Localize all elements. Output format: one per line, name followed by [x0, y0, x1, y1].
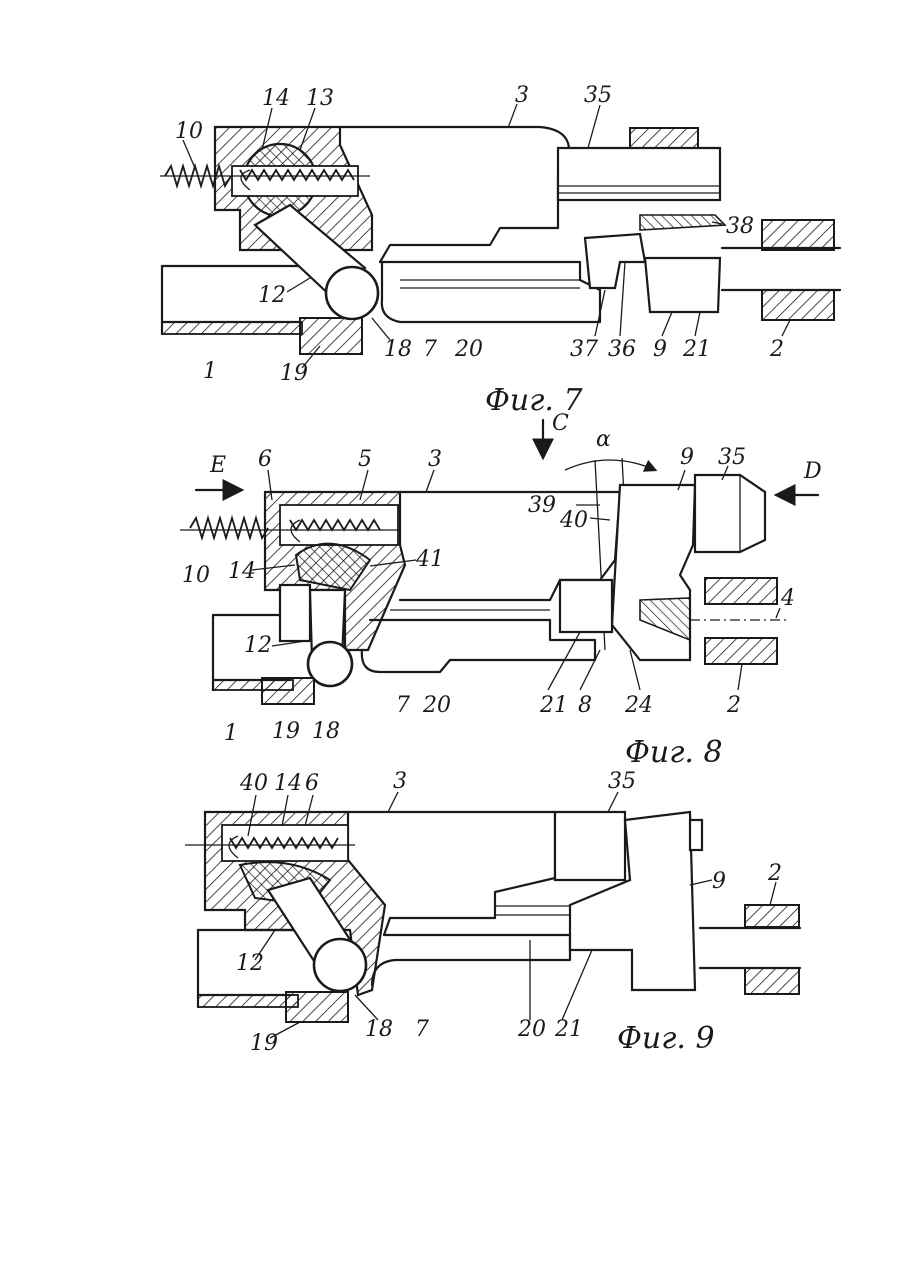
label-2: 2 [769, 337, 784, 362]
label-E: E [209, 453, 226, 478]
label-10: 10 [175, 119, 203, 144]
label-19: 19 [250, 1031, 278, 1056]
label-4: 4 [780, 586, 795, 611]
label-3: 3 [515, 83, 529, 108]
label-14: 14 [262, 86, 290, 111]
label-7: 7 [415, 1017, 429, 1042]
label-7: 7 [396, 693, 410, 718]
label-1: 1 [224, 721, 238, 746]
label-13: 13 [306, 86, 334, 111]
label-18: 18 [365, 1017, 393, 1042]
label-20: 20 [454, 337, 483, 362]
part-21 [560, 580, 612, 632]
caption-fig9: Фиг. 9 [617, 1021, 715, 1056]
part-9-21 [645, 258, 720, 312]
slider-7-20 [372, 935, 570, 985]
bushing-19 [262, 678, 314, 704]
label-20: 20 [517, 1017, 546, 1042]
bushing-19 [300, 318, 362, 354]
label-2: 2 [767, 861, 782, 886]
bushing-2 [705, 578, 777, 604]
label-21: 21 [554, 1017, 583, 1042]
label-40: 40 [239, 771, 268, 796]
label-3: 3 [428, 447, 442, 472]
bushing-2 [762, 220, 834, 250]
caption-fig8: Фиг. 8 [625, 735, 723, 770]
label-38: 38 [726, 214, 754, 239]
label-14: 14 [228, 559, 256, 584]
ball-18 [326, 267, 378, 319]
label-40: 40 [559, 508, 588, 533]
block-left-insert [280, 585, 310, 641]
label-18: 18 [312, 719, 340, 744]
figure-7: 10 14 13 3 35 38 12 1 19 18 7 20 37 36 9… [160, 83, 840, 418]
label-12: 12 [258, 283, 286, 308]
label-2: 2 [726, 693, 741, 718]
label-37: 37 [570, 337, 598, 362]
label-36: 36 [608, 337, 636, 362]
label-6: 6 [258, 447, 272, 472]
label-14: 14 [274, 771, 302, 796]
label-9: 9 [680, 445, 694, 470]
label-3: 3 [393, 769, 407, 794]
bushing-2-lower [745, 968, 799, 994]
label-6: 6 [305, 771, 319, 796]
figure-9: 40 14 6 3 35 9 2 12 19 18 7 20 21 Фиг. 9 [185, 769, 800, 1056]
label-20: 20 [422, 693, 451, 718]
ball-18 [308, 642, 352, 686]
label-19: 19 [272, 719, 300, 744]
label-24: 24 [624, 693, 653, 718]
label-9: 9 [712, 869, 726, 894]
label-35: 35 [608, 769, 636, 794]
figure-8: C α E D [180, 411, 822, 770]
label-35: 35 [718, 445, 746, 470]
label-18: 18 [384, 337, 412, 362]
label-21: 21 [682, 337, 711, 362]
body-3 [340, 127, 569, 262]
label-10: 10 [182, 563, 210, 588]
ball-18 [314, 939, 366, 991]
top-cover-right [630, 128, 698, 148]
label-12: 12 [244, 633, 272, 658]
label-35: 35 [584, 83, 612, 108]
label-12: 12 [236, 951, 264, 976]
bushing-2 [745, 905, 799, 927]
label-1: 1 [203, 359, 217, 384]
label-7: 7 [423, 337, 437, 362]
label-39: 39 [528, 493, 556, 518]
label-D: D [803, 459, 822, 484]
bushing-2-lower [762, 290, 834, 320]
block-35 [555, 812, 625, 880]
block-35 [695, 475, 765, 552]
bushing-2-lower [705, 638, 777, 664]
label-C: C [552, 411, 569, 436]
latch-37-36 [585, 234, 645, 288]
slider-7-20 [380, 262, 600, 322]
bushing-19 [286, 992, 348, 1022]
block-35 [558, 148, 720, 200]
label-41: 41 [415, 547, 444, 572]
label-21: 21 [539, 693, 568, 718]
label-9: 9 [653, 337, 667, 362]
label-19: 19 [280, 361, 308, 386]
label-8: 8 [578, 693, 592, 718]
label-5: 5 [358, 447, 372, 472]
label-alpha: α [596, 427, 611, 452]
